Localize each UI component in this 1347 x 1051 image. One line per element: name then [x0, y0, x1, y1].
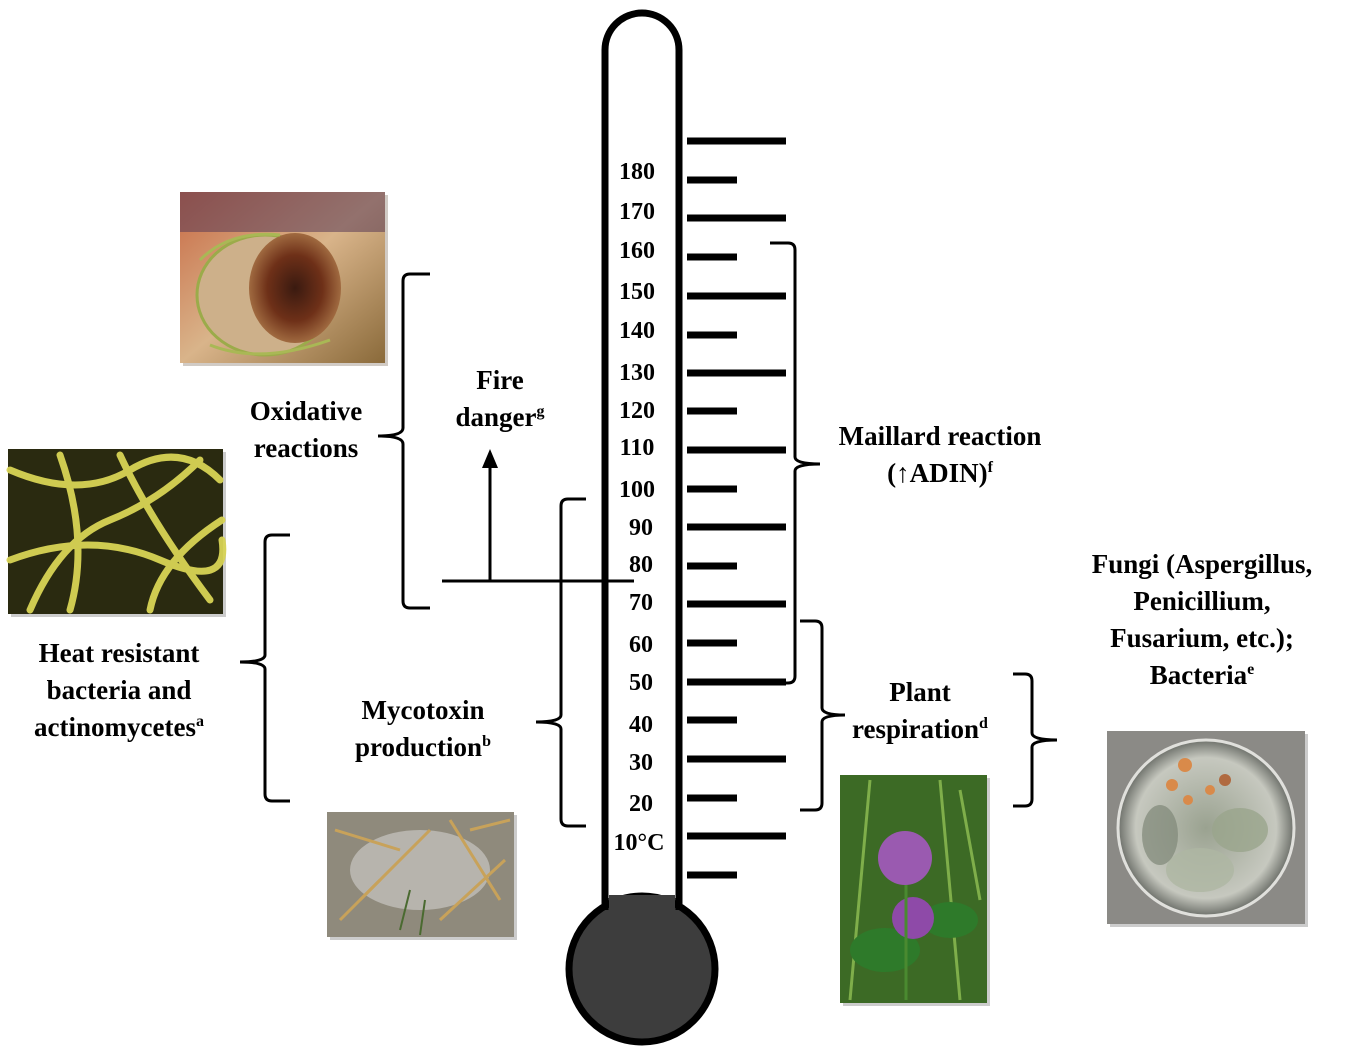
fungi-line2: Penicillium, [1062, 583, 1342, 620]
scale-label: 100 [619, 477, 655, 503]
clover-image [840, 775, 990, 1006]
fungi-label: Fungi (Aspergillus, Penicillium, Fusariu… [1062, 546, 1342, 694]
thermometer-tube [605, 13, 679, 918]
scale-label: 70 [629, 590, 653, 616]
maillard-footnote: f [988, 459, 993, 476]
mycotoxin-line1: Mycotoxin [328, 692, 518, 729]
fire-line2: dangerg [430, 399, 570, 436]
heat-footnote: a [196, 713, 204, 730]
scale-label: 20 [629, 791, 653, 817]
scale-label: 130 [619, 360, 655, 386]
heat-line3-text: actinomycetes [34, 712, 196, 742]
scale-label: 140 [619, 318, 655, 344]
scale-label: 90 [629, 515, 653, 541]
mycotoxin-line2: productionb [328, 729, 518, 766]
fire-danger-label: Fire dangerg [430, 362, 570, 436]
scale-label: 110 [620, 435, 655, 461]
plant-line2: respirationd [830, 711, 1010, 748]
fungi-line3: Fusarium, etc.); [1062, 620, 1342, 657]
fungi-bracket [1013, 674, 1057, 806]
oxidative-reactions-label: Oxidative reactions [232, 393, 380, 467]
fungi-line1: Fungi (Aspergillus, [1062, 546, 1342, 583]
heat-resistant-bracket [240, 535, 290, 801]
moldy-straw-image [327, 812, 517, 940]
hay-bale-image [180, 192, 388, 366]
heat-line3: actinomycetesa [4, 709, 234, 746]
maillard-label: Maillard reaction (↑ADIN)f [815, 418, 1065, 492]
actinomycetes-image [8, 449, 226, 617]
thermometer-ticks [687, 141, 786, 875]
petri-dish-image [1107, 731, 1308, 927]
maillard-line2: (↑ADIN)f [815, 455, 1065, 492]
scale-label: 50 [629, 670, 653, 696]
scale-label: 40 [629, 712, 653, 738]
plant-line1: Plant [830, 674, 1010, 711]
maillard-line2-text: (↑ADIN) [887, 458, 988, 488]
maillard-line1: Maillard reaction [815, 418, 1065, 455]
plant-footnote: d [979, 715, 988, 732]
oxidative-line1: Oxidative [232, 393, 380, 430]
mycotoxin-line2-text: production [355, 732, 482, 762]
scale-label: 180 [619, 159, 655, 185]
fire-arrow-head [482, 449, 498, 468]
scale-label: 60 [629, 632, 653, 658]
scale-label: 30 [629, 750, 653, 776]
fungi-footnote: e [1247, 661, 1254, 678]
fungi-line4-text: Bacteria [1150, 660, 1247, 690]
fungi-line4: Bacteriae [1062, 657, 1342, 694]
mycotoxin-label: Mycotoxin productionb [328, 692, 518, 766]
scale-label: 160 [619, 238, 655, 264]
maillard-bracket [770, 243, 820, 683]
fire-footnote: g [537, 403, 545, 420]
heat-line1: Heat resistant [4, 635, 234, 672]
scale-label: 170 [619, 199, 655, 225]
scale-label: 80 [629, 552, 653, 578]
scale-label: 120 [619, 398, 655, 424]
heat-line2: bacteria and [4, 672, 234, 709]
fire-line2-text: danger [456, 402, 537, 432]
oxidative-line2: reactions [232, 430, 380, 467]
heat-resistant-label: Heat resistant bacteria and actinomycete… [4, 635, 234, 746]
mycotoxin-bracket [536, 499, 586, 826]
plant-respiration-label: Plant respirationd [830, 674, 1010, 748]
fire-line1: Fire [430, 362, 570, 399]
scale-label: 150 [619, 279, 655, 305]
plant-line2-text: respiration [852, 714, 979, 744]
scale-label: 10°C [614, 830, 665, 856]
mycotoxin-footnote: b [482, 733, 491, 750]
